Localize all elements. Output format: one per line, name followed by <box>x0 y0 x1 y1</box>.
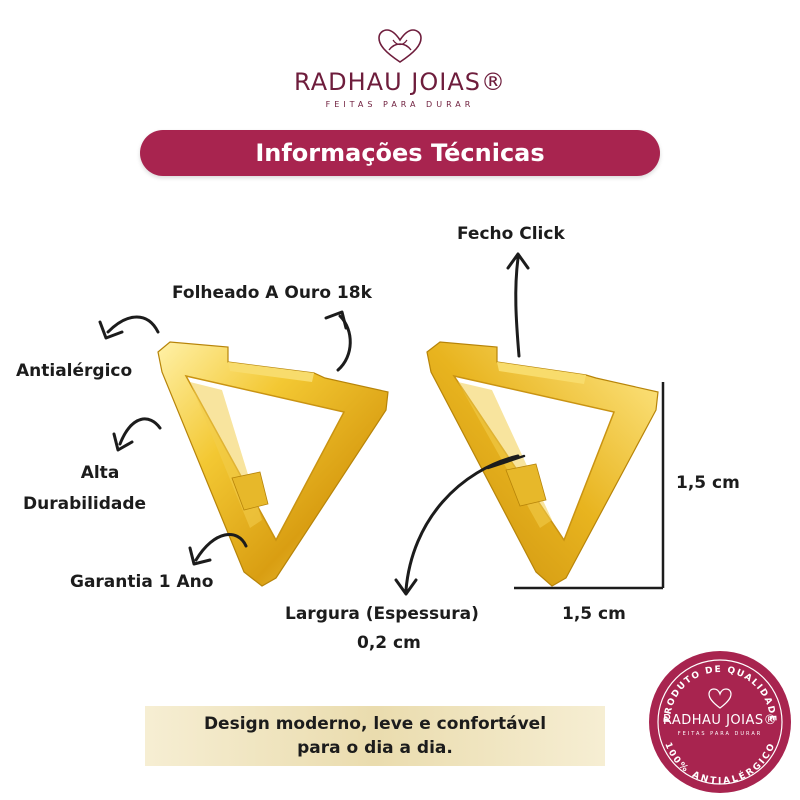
arrow-largura-icon <box>394 454 526 596</box>
seal-brand: RADHAU JOIAS® <box>662 713 778 728</box>
quality-seal: PRODUTO DE QUALIDADE 100% ANTIALÉRGICO R… <box>648 650 792 794</box>
page-title: Informações Técnicas <box>255 139 545 167</box>
seal-tagline: FEITAS PARA DURAR <box>677 731 763 737</box>
arrow-folheado-icon <box>324 310 352 372</box>
label-fecho-click: Fecho Click <box>457 224 565 244</box>
earring-left <box>157 341 389 587</box>
brand-tagline: FEITAS PARA DURAR <box>325 100 475 109</box>
bottom-banner: Design moderno, leve e confortável para … <box>145 706 605 766</box>
earring-right <box>426 341 659 587</box>
arrow-antialergico-icon <box>98 315 160 340</box>
dimension-lines <box>514 382 665 590</box>
label-largura: Largura (Espessura) <box>285 604 479 624</box>
label-comprimento: 1,5 cm <box>562 604 626 624</box>
brand-logo: RADHAU JOIAS® FEITAS PARA DURAR <box>250 28 550 109</box>
arrow-durabilidade-icon <box>112 417 162 452</box>
label-folheado: Folheado A Ouro 18k <box>172 283 372 303</box>
seal-badge-icon: PRODUTO DE QUALIDADE 100% ANTIALÉRGICO <box>649 651 791 793</box>
bottom-line-1: Design moderno, leve e confortável <box>203 714 547 734</box>
label-alta: Alta <box>80 463 120 483</box>
title-banner: Informações Técnicas <box>140 130 660 176</box>
arrow-garantia-icon <box>188 533 248 566</box>
label-antialergico: Antialérgico <box>16 361 133 381</box>
bottom-line-2: para o dia a dia. <box>297 738 453 758</box>
brand-name: RADHAU JOIAS® <box>294 68 506 96</box>
label-altura: 1,5 cm <box>676 473 740 493</box>
arrow-fecho-icon <box>506 252 530 358</box>
label-garantia: Garantia 1 Ano <box>70 572 214 592</box>
seal-heart-icon <box>708 688 732 709</box>
label-durabilidade: Durabilidade <box>23 494 147 514</box>
heart-logo-icon <box>378 29 422 63</box>
label-espessura: 0,2 cm <box>357 633 421 653</box>
